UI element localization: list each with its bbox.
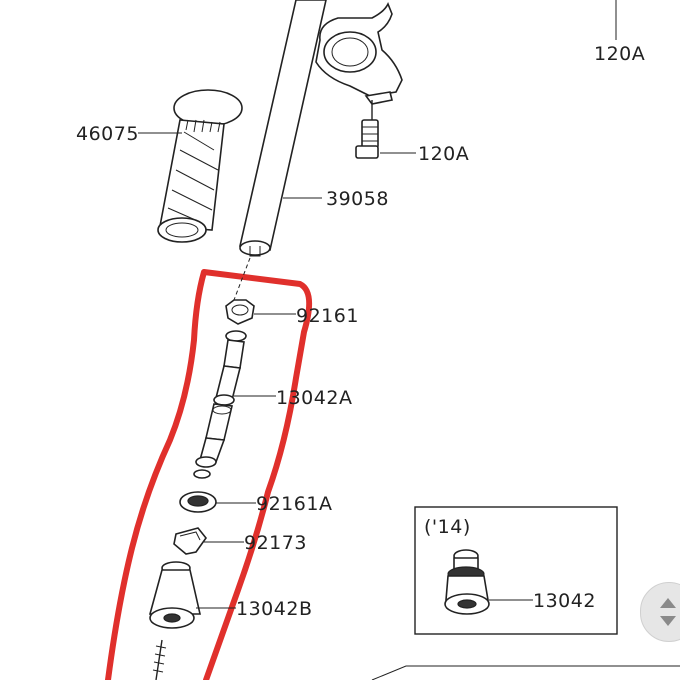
callout-120a-top: 120A bbox=[594, 0, 645, 65]
grip-46075: 46075 bbox=[76, 89, 243, 243]
throttle-tube: 39058 bbox=[239, 0, 389, 257]
center-axis bbox=[233, 257, 251, 301]
label-92173: 92173 bbox=[244, 532, 307, 554]
label-13042: 13042 bbox=[533, 590, 596, 612]
bearing-92161a: 92161A bbox=[179, 491, 332, 515]
frame-corner-line bbox=[371, 665, 680, 681]
label-13042b: 13042B bbox=[236, 598, 312, 620]
shaft-13042a: 13042A bbox=[193, 330, 352, 479]
scroll-up-icon bbox=[660, 598, 676, 608]
label-13042a: 13042A bbox=[276, 387, 352, 409]
throttle-housing bbox=[315, 2, 403, 105]
highlight-outline bbox=[105, 269, 313, 683]
label-120a-top: 120A bbox=[594, 43, 645, 65]
label-39058: 39058 bbox=[326, 188, 389, 210]
label-92161: 92161 bbox=[296, 305, 359, 327]
label-92161a: 92161A bbox=[256, 493, 332, 515]
label-120a-bolt: 120A bbox=[418, 143, 469, 165]
clip-92173: 92173 bbox=[173, 527, 307, 555]
label-46075: 46075 bbox=[76, 123, 139, 145]
bolt-120a: 120A bbox=[355, 100, 469, 165]
inset-box: ('14) 13042 bbox=[414, 506, 618, 635]
nut-92161: 92161 bbox=[225, 299, 359, 327]
scroll-button[interactable] bbox=[640, 582, 680, 642]
inset-year-label: ('14) bbox=[424, 516, 471, 538]
bar-end-13042b: 13042B bbox=[148, 561, 312, 681]
bar-end-13042 bbox=[444, 549, 490, 615]
scroll-down-icon bbox=[660, 616, 676, 626]
